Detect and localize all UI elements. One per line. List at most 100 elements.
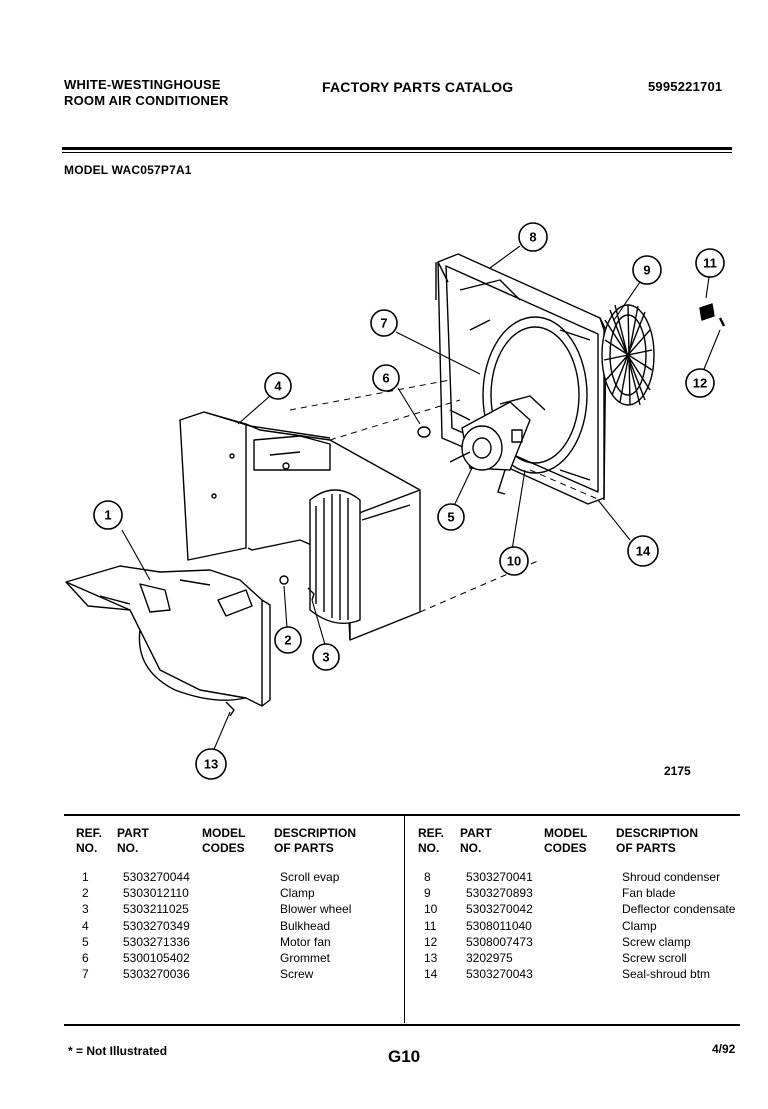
desc-header-line2: OF PARTS [616, 841, 676, 855]
catalog-number: 5995221701 [648, 79, 723, 94]
ref-cell: 5 [82, 934, 89, 949]
part-cell: 5303271336 [123, 934, 190, 949]
model-codes-header-right: MODEL CODES [544, 826, 587, 856]
ref-header-line1: REF. [418, 826, 445, 840]
header-rule-thin [62, 152, 732, 153]
callout-7: 7 [380, 316, 387, 331]
table-row: 7 5303270036 Screw [76, 967, 351, 983]
table-row: 2 5303012110 Clamp [76, 886, 351, 902]
callout-5: 5 [447, 510, 454, 525]
ref-cell: 4 [82, 918, 89, 933]
part-header-line1: PART [460, 826, 492, 840]
callout-13: 13 [204, 757, 218, 772]
desc-header-line2: OF PARTS [274, 841, 334, 855]
desc-cell: Screw clamp [622, 934, 691, 949]
callout-circle-6 [372, 364, 400, 392]
desc-cell: Blower wheel [280, 902, 352, 917]
part-cell: 5303270042 [466, 902, 533, 917]
model-number: MODEL WAC057P7A1 [64, 163, 192, 177]
not-illustrated-note: * = Not Illustrated [68, 1044, 168, 1058]
part-no-header-right: PART NO. [460, 826, 492, 856]
ref-header-line2: NO. [76, 841, 98, 855]
table-row: 11 5308011040 Clamp [418, 919, 735, 935]
desc-cell: Deflector condensate [622, 902, 736, 917]
ref-cell: 12 [424, 934, 438, 949]
callout-3: 3 [322, 650, 329, 665]
callout-1: 1 [104, 508, 111, 523]
callout-11: 11 [703, 256, 717, 271]
ref-cell: 14 [424, 967, 438, 982]
ref-cell: 3 [82, 902, 89, 917]
desc-cell: Bulkhead [280, 918, 331, 933]
ref-cell: 8 [424, 870, 431, 884]
motor-fan-drawing [449, 395, 546, 495]
callout-circle-7 [370, 309, 398, 337]
callout-4: 4 [274, 379, 282, 394]
ref-cell: 11 [424, 918, 437, 933]
part-cell: 5303211025 [123, 902, 189, 917]
ref-cell: 2 [82, 886, 89, 901]
part-cell: 5300105402 [123, 950, 190, 965]
revision-date: 4/92 [712, 1042, 736, 1056]
part-cell: 5303012110 [123, 886, 189, 901]
callout-circle-5 [437, 503, 465, 531]
ref-no-header-right: REF. NO. [418, 826, 444, 856]
description-header: DESCRIPTION OF PARTS [274, 826, 356, 856]
part-cell: 5308011040 [466, 918, 532, 933]
part-header-line2: NO. [117, 841, 139, 855]
desc-cell: Shroud condenser [622, 870, 721, 884]
brand-name: WHITE-WESTINGHOUSE [64, 77, 221, 92]
callout-circle-10 [499, 546, 529, 576]
part-cell: 5303270349 [123, 918, 190, 933]
shroud-condenser-drawing [435, 253, 607, 505]
desc-cell: Clamp [280, 886, 315, 901]
ref-cell: 1 [82, 870, 89, 884]
part-header-line1: PART [117, 826, 149, 840]
callout-6: 6 [382, 371, 389, 386]
desc-cell: Screw [280, 967, 314, 982]
part-cell: 5303270893 [466, 886, 533, 901]
product-line: ROOM AIR CONDITIONER [64, 93, 229, 108]
callout-9: 9 [643, 263, 650, 278]
callout-circle-1 [93, 500, 123, 530]
ref-cell: 7 [82, 967, 89, 982]
callout-2: 2 [284, 633, 291, 648]
header-rule [62, 147, 732, 150]
model-header-line2: CODES [202, 841, 245, 855]
part-no-header: PART NO. [117, 826, 149, 856]
callout-14: 14 [636, 544, 651, 559]
page-number: G10 [388, 1047, 421, 1066]
part-header-line2: NO. [460, 841, 482, 855]
screw-drawing [307, 587, 315, 601]
desc-cell: Clamp [622, 918, 657, 933]
ref-cell: 10 [424, 902, 438, 917]
part-cell: 5303270044 [123, 870, 190, 884]
ref-no-header: REF. NO. [76, 826, 102, 856]
table-top-rule [64, 814, 740, 816]
ref-cell: 6 [82, 950, 89, 965]
callout-circle-12 [685, 368, 715, 398]
desc-cell: Motor fan [280, 934, 331, 949]
part-cell: 5303270036 [123, 967, 190, 982]
part-cell: 5303270043 [466, 967, 533, 982]
exploded-parts-diagram: 1 2 3 4 5 6 7 8 9 10 11 12 13 14 2175 [65, 222, 726, 780]
callout-circle-4 [264, 372, 292, 400]
callout-circle-11 [695, 248, 725, 278]
model-header-line1: MODEL [202, 826, 246, 840]
table-row: 10 5303270042 Deflector condensate [418, 902, 735, 918]
table-bottom-rule [64, 1024, 740, 1026]
desc-cell: Fan blade [622, 886, 676, 901]
table-row: 4 5303270349 Bulkhead [76, 919, 351, 935]
model-codes-header: MODEL CODES [202, 826, 245, 856]
grommet-drawing [417, 426, 431, 438]
scroll-evap-drawing [65, 565, 271, 707]
callout-circle-8 [518, 222, 548, 252]
bulkhead-drawing [179, 411, 421, 641]
description-header-right: DESCRIPTION OF PARTS [616, 826, 698, 856]
